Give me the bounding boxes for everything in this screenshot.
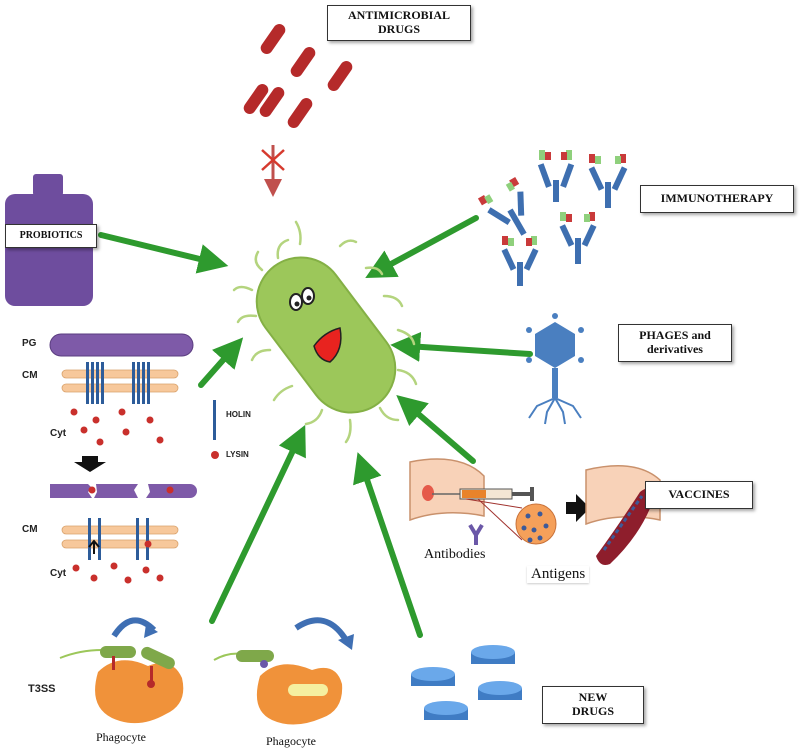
tablets-icon <box>411 645 522 720</box>
holin-label: HOLIN <box>226 410 251 419</box>
antigens-label: Antigens <box>527 566 590 583</box>
phagocyte-left-label: Phagocyte <box>96 730 146 744</box>
phages-line2: derivatives <box>646 342 703 356</box>
process-arrow-icon <box>566 494 590 522</box>
antimicrobial-line1: ANTIMICROBIAL <box>347 8 450 23</box>
immunotherapy-label: IMMUNOTHERAPY <box>640 185 794 213</box>
cm-top-label: CM <box>22 370 38 381</box>
arrow-lysins <box>198 337 244 388</box>
arrow-immunotherapy <box>365 215 479 279</box>
phagocyte-right-icon <box>213 617 354 725</box>
antibodies-icon <box>477 150 628 286</box>
holin-legend-icon <box>211 400 219 459</box>
probiotics-label: PROBIOTICS <box>5 224 97 248</box>
lysin-label: LYSIN <box>226 450 249 459</box>
membrane-top-icon <box>49 333 194 446</box>
arrow-vaccines <box>396 395 476 464</box>
magnified-lines-icon <box>465 498 523 541</box>
antibody-small-icon <box>468 523 484 545</box>
t3ss-label: T3SS <box>28 683 56 695</box>
syringe-icon <box>432 487 534 501</box>
pg-label: PG <box>22 338 37 349</box>
membrane-bottom-icon <box>50 484 197 584</box>
arrow-t3ss <box>209 424 306 624</box>
bacterium-icon <box>232 220 418 444</box>
arrow-probiotics <box>98 232 229 274</box>
antimicrobial-pills-icon <box>243 23 353 129</box>
antigens-cell-icon <box>515 503 557 545</box>
vaccines-label: VACCINES <box>645 481 753 509</box>
phage-icon <box>526 313 584 425</box>
arrow-new-drugs <box>353 452 423 638</box>
phagocyte-right-label: Phagocyte <box>266 734 316 748</box>
vaccines-text: VACCINES <box>668 487 730 502</box>
cyt-bottom-label: Cyt <box>50 568 67 579</box>
blood-vessel-icon <box>585 465 661 565</box>
resistance-arrow-icon <box>261 145 285 197</box>
new-drugs-line1: NEW <box>578 690 608 705</box>
immunotherapy-text: IMMUNOTHERAPY <box>660 191 774 206</box>
down-arrow-icon <box>74 456 106 472</box>
arrow-phages <box>390 331 533 362</box>
new-drugs-line2: DRUGS <box>571 704 614 718</box>
t3ss-phagocyte-icon <box>59 617 184 724</box>
cm-bottom-label: CM <box>22 524 38 535</box>
probiotics-text: PROBIOTICS <box>19 230 83 242</box>
green-arrows <box>98 215 533 638</box>
probiotics-bottle-icon <box>5 174 93 306</box>
antibodies-label: Antibodies <box>424 547 486 562</box>
cyt-top-label: Cyt <box>50 428 67 439</box>
antimicrobial-line2: DRUGS <box>377 22 420 36</box>
phages-line1: PHAGES and <box>639 328 711 343</box>
